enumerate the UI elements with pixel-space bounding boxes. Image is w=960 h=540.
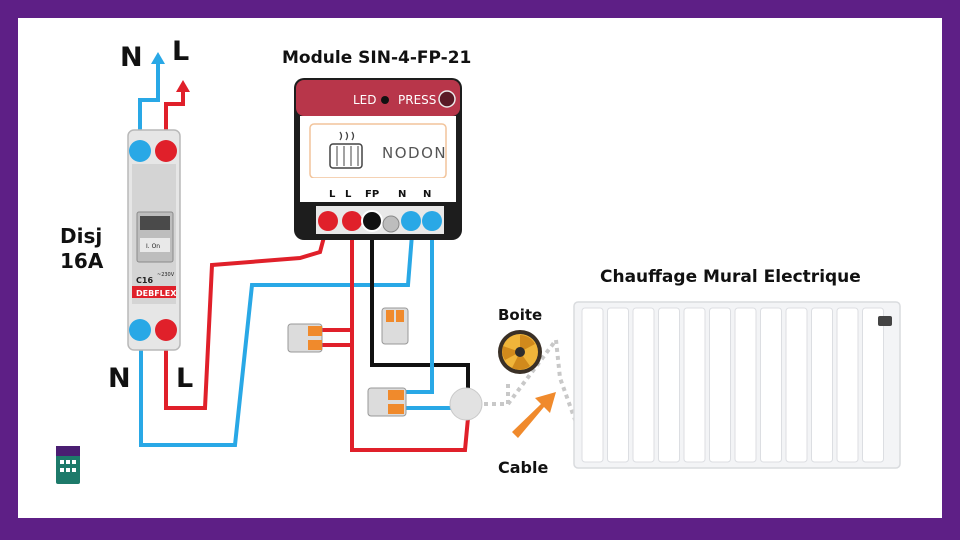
terminal-label-n-in: N xyxy=(398,189,406,200)
wiring-diagram: I. On C16 ~230V DEBFLEX LED PRESS xyxy=(56,52,901,484)
radiator-fin xyxy=(709,307,731,463)
radiator-fin xyxy=(658,307,680,463)
neutral-feed-wire xyxy=(139,221,415,447)
breaker-top-live-terminal xyxy=(155,140,177,162)
module-led-label: LED xyxy=(353,93,377,107)
radiator-fin xyxy=(862,307,884,463)
pilot-wire xyxy=(370,222,470,395)
module-terminal-n-in xyxy=(401,211,421,231)
radiator-display-icon xyxy=(878,316,892,326)
terminal-label-n-out: N xyxy=(423,189,431,200)
neutral-up-arrow-icon xyxy=(151,52,165,64)
radiator-fin xyxy=(683,307,706,463)
live-heater-wire xyxy=(322,328,470,452)
radiator-title: Chauffage Mural Electrique xyxy=(600,267,861,287)
module-brand-logo: NODON xyxy=(382,144,447,162)
cable-label: Cable xyxy=(498,458,549,477)
supply-neutral-wire xyxy=(138,60,160,150)
radiator-illustration xyxy=(573,301,901,469)
module-terminal-n-out xyxy=(422,211,442,231)
radiator-fin xyxy=(785,307,808,463)
radiator-fin xyxy=(811,307,833,463)
circuit-breaker: I. On C16 ~230V DEBFLEX xyxy=(127,129,181,351)
top-neutral-label: N xyxy=(120,42,143,73)
radiator-fin xyxy=(836,307,859,463)
cable-line xyxy=(484,334,580,429)
module-press-label: PRESS xyxy=(398,93,436,107)
cable-arrow-icon xyxy=(512,392,556,438)
wago-connector-pilot xyxy=(381,307,409,345)
live-up-arrow-icon xyxy=(176,80,190,92)
top-live-label: L xyxy=(172,36,190,67)
radiator-fin xyxy=(760,307,782,463)
led-indicator-icon xyxy=(381,96,389,104)
module-terminal-screw xyxy=(382,215,400,233)
diagram-canvas: I. On C16 ~230V DEBFLEX LED PRESS xyxy=(18,18,942,518)
radiator-fin xyxy=(632,307,655,463)
breaker-title-line2: 16A xyxy=(60,249,104,273)
bottom-live-label: L xyxy=(176,363,194,394)
breaker-rating: C16 xyxy=(136,276,153,285)
junction-box-icon xyxy=(498,330,542,374)
press-button[interactable] xyxy=(438,90,456,108)
app-logo-icon xyxy=(56,446,80,484)
radiator-fin xyxy=(581,307,604,463)
bottom-neutral-label: N xyxy=(108,363,131,394)
breaker-title-line1: Disj xyxy=(60,224,103,248)
breaker-bottom-live-terminal xyxy=(155,319,177,341)
breaker-bottom-neutral-terminal xyxy=(129,319,151,341)
supply-live-wire xyxy=(164,88,185,150)
module-terminal-l-out xyxy=(342,211,362,231)
wago-connector-live xyxy=(287,323,323,353)
module-terminal-fp xyxy=(361,210,383,232)
module-box: LED PRESS NODON L L FP N N xyxy=(294,78,462,240)
breaker-voltage: ~230V xyxy=(157,272,175,278)
breaker-handle-text: I. On xyxy=(146,243,160,250)
radiator-fin xyxy=(734,307,757,463)
heater-icon xyxy=(329,131,363,169)
neutral-out-wire xyxy=(405,222,434,394)
radiator-fin xyxy=(607,307,629,463)
wago-connector-neutral xyxy=(367,387,407,417)
breaker-brand: DEBFLEX xyxy=(136,289,177,298)
live-feed-wire xyxy=(164,221,330,410)
module-title: Module SIN-4-FP-21 xyxy=(282,48,472,68)
terminal-label-fp: FP xyxy=(365,189,379,200)
terminal-label-l-out: L xyxy=(345,189,352,200)
module-terminal-l-in xyxy=(318,211,338,231)
breaker-top-neutral-terminal xyxy=(129,140,151,162)
wire-junction xyxy=(449,387,483,421)
terminal-label-l-in: L xyxy=(329,189,336,200)
junction-box-label: Boite xyxy=(498,306,543,324)
